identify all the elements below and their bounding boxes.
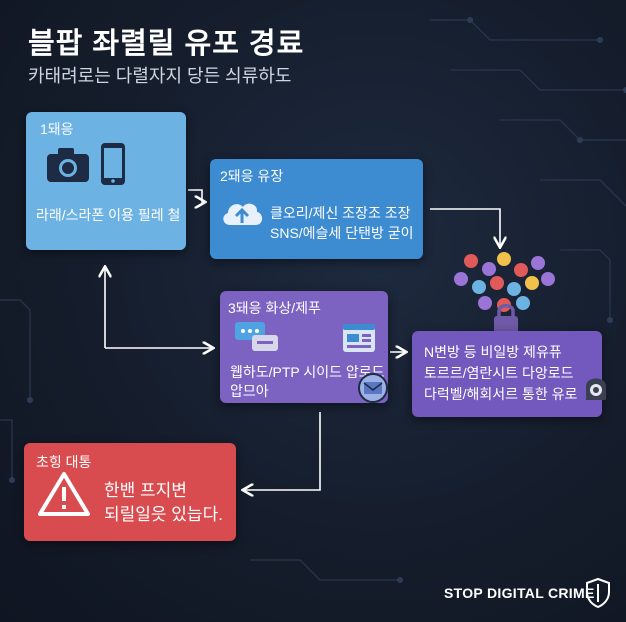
arrow-step2-to-step4 <box>430 208 500 246</box>
page-subtitle: 카태려로는 다렬자지 당든 싀류하도 <box>28 66 292 86</box>
step-2-line-1: 클오리/제신 조장조 조장 <box>270 205 411 221</box>
warning-line-2: 되릴일읏 있늡다. <box>104 505 223 524</box>
step-1-label: 1돼응 <box>40 121 74 137</box>
hacker-icon <box>586 378 606 400</box>
warning-triangle-icon <box>38 472 90 516</box>
step-3-box: 3돼응 화상/제푸 웹하도/PTP 시이드 압로드 압므아 <box>220 291 388 403</box>
step-2-label: 2돼응 유장 <box>220 168 284 184</box>
step-4-line-3: 다럭벨/해회서르 통한 유로 <box>424 386 578 402</box>
step-1-box: 1돼응 라래/스라폰 이용 필레 철 <box>26 112 186 250</box>
step-3-line-1: 웹하도/PTP 시이드 압로드 <box>230 364 385 380</box>
step-2-line-2: SNS/에슬세 단탠방 굳이 <box>270 225 414 241</box>
step-3-label: 3돼응 화상/제푸 <box>228 300 321 316</box>
warning-line-1: 한밴 프지변 <box>104 481 187 500</box>
page-title: 블팝 좌렬릴 유포 경료 <box>28 28 305 60</box>
browser-window-icon <box>343 324 375 352</box>
padlock-icon <box>494 304 518 334</box>
arrow-step3-to-warning <box>244 412 321 490</box>
mail-icon <box>358 373 388 403</box>
step-1-line-1: 라래/스라폰 이용 필레 철 <box>36 207 181 223</box>
chat-icon <box>235 322 278 351</box>
step-4-box: N변방 등 비일방 제유퓨 토르르/염란시트 다앙로드 다럭벨/해회서르 통한 … <box>412 331 602 417</box>
warning-label: 초힝 대통 <box>36 454 92 470</box>
step-4-line-2: 토르르/염란시트 다앙로드 <box>424 365 574 381</box>
camera-icon <box>47 148 89 182</box>
stop-digital-crime-brand: STOP DIGITAL CRIME <box>444 585 595 601</box>
smartphone-icon <box>101 143 125 185</box>
arrow-step1-to-step2 <box>188 189 204 202</box>
warning-box: 초힝 대통 한밴 프지변 되릴일읏 있늡다. <box>24 443 236 541</box>
shield-icon <box>586 577 610 609</box>
step-2-box: 2돼응 유장 클오리/제신 조장조 조장 SNS/에슬세 단탠방 굳이 <box>210 159 423 259</box>
step-3-line-2: 압므아 <box>230 383 269 399</box>
cloud-upload-icon <box>223 203 263 225</box>
step-4-line-1: N변방 등 비일방 제유퓨 <box>424 344 562 360</box>
